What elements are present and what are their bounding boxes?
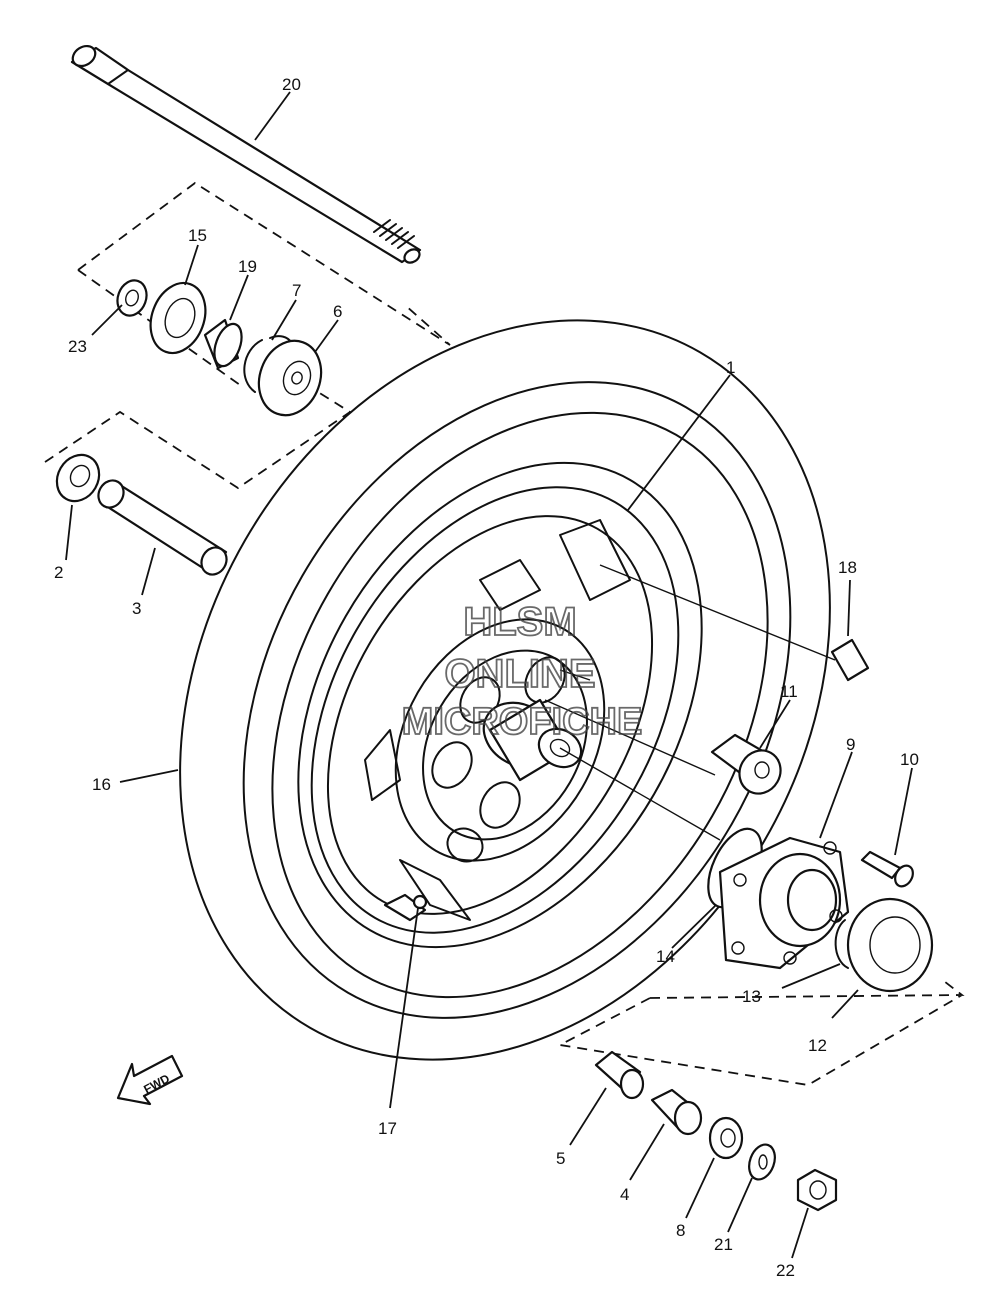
projection-lines (544, 564, 836, 841)
callout-22: 22 (776, 1261, 795, 1280)
callout-11: 11 (780, 682, 798, 701)
group-outline-left-mid (44, 391, 352, 490)
callout-15: 15 (188, 226, 207, 245)
callout-6: 6 (333, 302, 342, 321)
callout-19: 19 (238, 257, 257, 276)
leader-lines (65, 91, 913, 1259)
callout-13: 13 (742, 987, 761, 1006)
watermark-line1: HLSM (463, 600, 576, 644)
callout-5: 5 (556, 1149, 565, 1168)
callout-14: 14 (656, 947, 675, 966)
group-outline-right-upper (557, 977, 965, 1086)
callout-17: 17 (378, 1119, 397, 1138)
watermark-line3: MICROFICHE (402, 701, 643, 743)
wheel-assembly (179, 319, 831, 1061)
callout-7: 7 (292, 281, 301, 300)
callout-20: 20 (282, 75, 301, 94)
callout-1: 1 (726, 358, 735, 377)
callout-8: 8 (676, 1221, 685, 1240)
parts (55, 279, 934, 1212)
callout-12: 12 (808, 1036, 827, 1055)
axle (70, 44, 422, 264)
watermark-line2: ONLINE (444, 652, 595, 696)
callout-9: 9 (846, 735, 855, 754)
callout-labels: 20 15 19 7 6 23 2 3 1 18 11 9 10 16 14 1… (54, 75, 919, 1280)
group-outline-left-upper (77, 181, 451, 386)
callout-2: 2 (54, 563, 63, 582)
callout-4: 4 (620, 1185, 629, 1204)
callout-3: 3 (132, 599, 141, 618)
callout-18: 18 (838, 558, 857, 577)
callout-10: 10 (900, 750, 919, 769)
callout-21: 21 (714, 1235, 733, 1254)
watermark: HLSM ONLINE MICROFICHE (401, 599, 643, 744)
callout-16: 16 (92, 775, 111, 794)
fwd-arrow-icon: FWD (116, 1054, 184, 1106)
callout-23: 23 (68, 337, 87, 356)
